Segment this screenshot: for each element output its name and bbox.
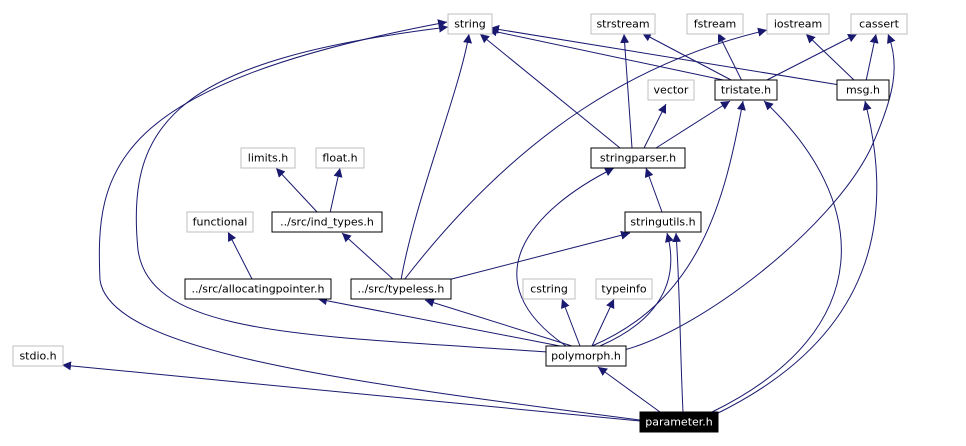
- edge-tristate-strstream: [641, 32, 734, 82]
- edge-polymorph-allocpointer: [317, 296, 561, 347]
- edge-msg-iostream: [805, 33, 856, 82]
- node-ind-types[interactable]: ../src/ind_types.h: [271, 211, 383, 233]
- edge-stringparser-string: [479, 33, 621, 149]
- node-allocatingpointer-label: ../src/allocatingpointer.h: [192, 283, 325, 296]
- node-typeless[interactable]: ../src/typeless.h: [350, 278, 452, 300]
- node-cstring-label: cstring: [530, 283, 568, 296]
- node-cassert-label: cassert: [859, 18, 900, 31]
- node-string[interactable]: string: [447, 13, 493, 35]
- node-tristate-label: tristate.h: [721, 84, 771, 97]
- node-string-label: string: [454, 18, 486, 31]
- node-parameter-label: parameter.h: [645, 416, 713, 429]
- edge-stringparser-tristate: [655, 100, 731, 149]
- node-stringutils[interactable]: stringutils.h: [624, 211, 702, 233]
- node-typeinfo-label: typeinfo: [601, 283, 646, 296]
- edge-polymorph-stringutils: [599, 232, 674, 347]
- node-iostream[interactable]: iostream: [766, 13, 830, 35]
- node-polymorph-label: polymorph.h: [551, 350, 621, 363]
- edge-stringparser-vector: [643, 103, 667, 149]
- node-fstream[interactable]: fstream: [686, 13, 744, 35]
- edge-parameter-tristate: [711, 100, 842, 413]
- edge-indtypes-float: [329, 167, 343, 214]
- edge-allocpointer-functional: [227, 231, 253, 280]
- node-polymorph[interactable]: polymorph.h: [545, 345, 627, 367]
- edge-tristate-string: [487, 27, 729, 82]
- edge-parameter-msg: [713, 100, 878, 416]
- node-functional-label: functional: [193, 216, 248, 229]
- edge-parameter-string: [98, 19, 641, 421]
- node-fstream-label: fstream: [694, 18, 736, 31]
- edge-polymorph-stringparser: [516, 167, 615, 347]
- node-strstream-label: strstream: [596, 18, 649, 31]
- edge-indtypes-limits: [275, 167, 319, 214]
- node-ind-types-label: ../src/ind_types.h: [280, 216, 374, 229]
- edge-polymorph-tristate: [591, 100, 746, 347]
- node-msg[interactable]: msg.h: [836, 79, 890, 101]
- node-vector-label: vector: [654, 84, 689, 97]
- edge-polymorph-cstring: [561, 298, 581, 347]
- node-functional[interactable]: functional: [186, 211, 254, 233]
- node-strstream[interactable]: strstream: [590, 13, 656, 35]
- node-tristate[interactable]: tristate.h: [714, 79, 778, 101]
- edge-polymorph-typeless: [424, 298, 573, 347]
- node-float-label: float.h: [322, 152, 357, 165]
- edge-parameter-polymorph: [597, 366, 661, 413]
- node-stdio-label: stdio.h: [19, 350, 56, 363]
- edge-polymorph-cassert: [623, 33, 896, 351]
- node-cassert[interactable]: cassert: [850, 13, 908, 35]
- node-limits-label: limits.h: [248, 152, 288, 165]
- edge-typeless-stringutils: [443, 230, 631, 282]
- node-cstring[interactable]: cstring: [522, 278, 576, 300]
- edge-typeless-string: [400, 33, 473, 281]
- node-typeless-label: ../src/typeless.h: [358, 283, 445, 296]
- edge-parameter-stdio: [61, 361, 641, 422]
- edge-msg-cassert: [865, 33, 879, 82]
- node-float[interactable]: float.h: [315, 147, 365, 169]
- edge-msg-string: [489, 25, 847, 87]
- node-stringutils-label: stringutils.h: [630, 216, 695, 229]
- edge-stringutils-stringparser: [644, 167, 663, 213]
- node-limits[interactable]: limits.h: [240, 147, 296, 169]
- node-allocatingpointer[interactable]: ../src/allocatingpointer.h: [184, 278, 332, 300]
- node-msg-label: msg.h: [846, 84, 880, 97]
- node-iostream-label: iostream: [774, 18, 822, 31]
- node-typeinfo[interactable]: typeinfo: [595, 278, 653, 300]
- edge-polymorph-string: [135, 23, 549, 353]
- node-stringparser[interactable]: stringparser.h: [590, 147, 686, 169]
- edge-tristate-fstream: [717, 32, 743, 82]
- node-vector[interactable]: vector: [647, 79, 695, 101]
- edge-parameter-stringutils: [672, 232, 684, 413]
- edge-typeless-iostream: [403, 27, 768, 281]
- node-parameter[interactable]: parameter.h: [639, 411, 719, 433]
- edge-tristate-cassert: [764, 33, 858, 82]
- node-stringparser-label: stringparser.h: [600, 152, 676, 165]
- edge-typeless-indtypes: [341, 232, 395, 281]
- node-stdio[interactable]: stdio.h: [12, 345, 64, 367]
- edge-polymorph-typeinfo: [591, 298, 615, 347]
- edge-stringparser-strstream: [620, 33, 633, 149]
